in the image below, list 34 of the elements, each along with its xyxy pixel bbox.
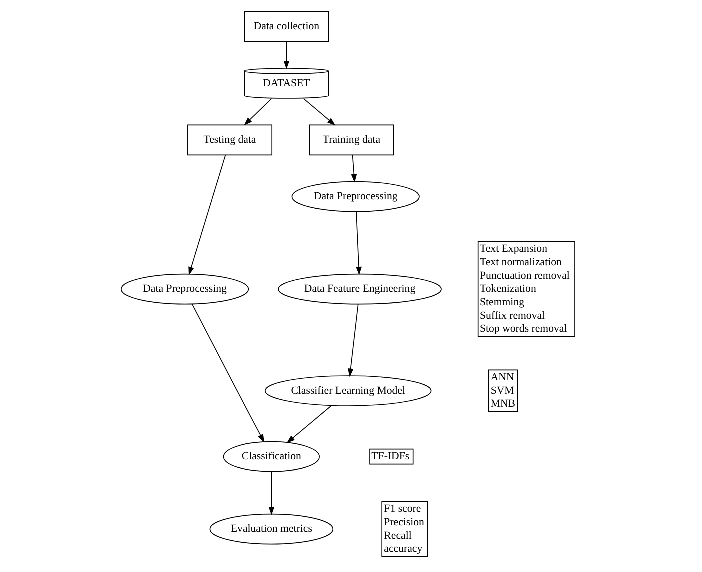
label: ANN: [490, 371, 514, 384]
node-box: Training data: [308, 124, 394, 156]
label: Text Expansion: [480, 243, 548, 256]
label: Tokenization: [480, 283, 536, 296]
label: Stop words removal: [480, 323, 567, 336]
node-ellipse: Data Preprocessing: [291, 181, 420, 212]
arrow: [188, 155, 226, 276]
label: accuracy: [384, 543, 422, 556]
node-box: Data collection: [244, 11, 329, 42]
label: MNB: [490, 398, 516, 410]
arrow: [268, 472, 274, 516]
label: Text normalization: [480, 256, 562, 268]
label: Recall: [384, 530, 412, 542]
arrow: [286, 405, 332, 444]
label: Stemming: [480, 296, 524, 308]
arrow: [350, 155, 357, 183]
label: SVM: [490, 384, 514, 397]
arrow: [302, 98, 336, 126]
arrow: [347, 304, 358, 378]
label: F1 score: [384, 503, 421, 516]
label: TF-IDFs: [371, 450, 410, 463]
node-ellipse: Classification: [222, 441, 320, 472]
node-ellipse: Data Preprocessing: [120, 274, 249, 305]
label: Precision: [384, 516, 424, 528]
label: Punctuation removal: [480, 270, 570, 282]
arrow: [191, 304, 264, 443]
node-ellipse: Classifier Learning Model: [264, 376, 432, 406]
node-ellipse: Evaluation metrics: [209, 514, 334, 545]
arrow: [283, 42, 290, 70]
arrow: [356, 211, 362, 276]
arrow: [244, 98, 272, 126]
label: Suffix removal: [480, 310, 545, 322]
node-box: Testing data: [187, 124, 272, 156]
node-ellipse: Data Feature Engineering: [278, 274, 442, 305]
